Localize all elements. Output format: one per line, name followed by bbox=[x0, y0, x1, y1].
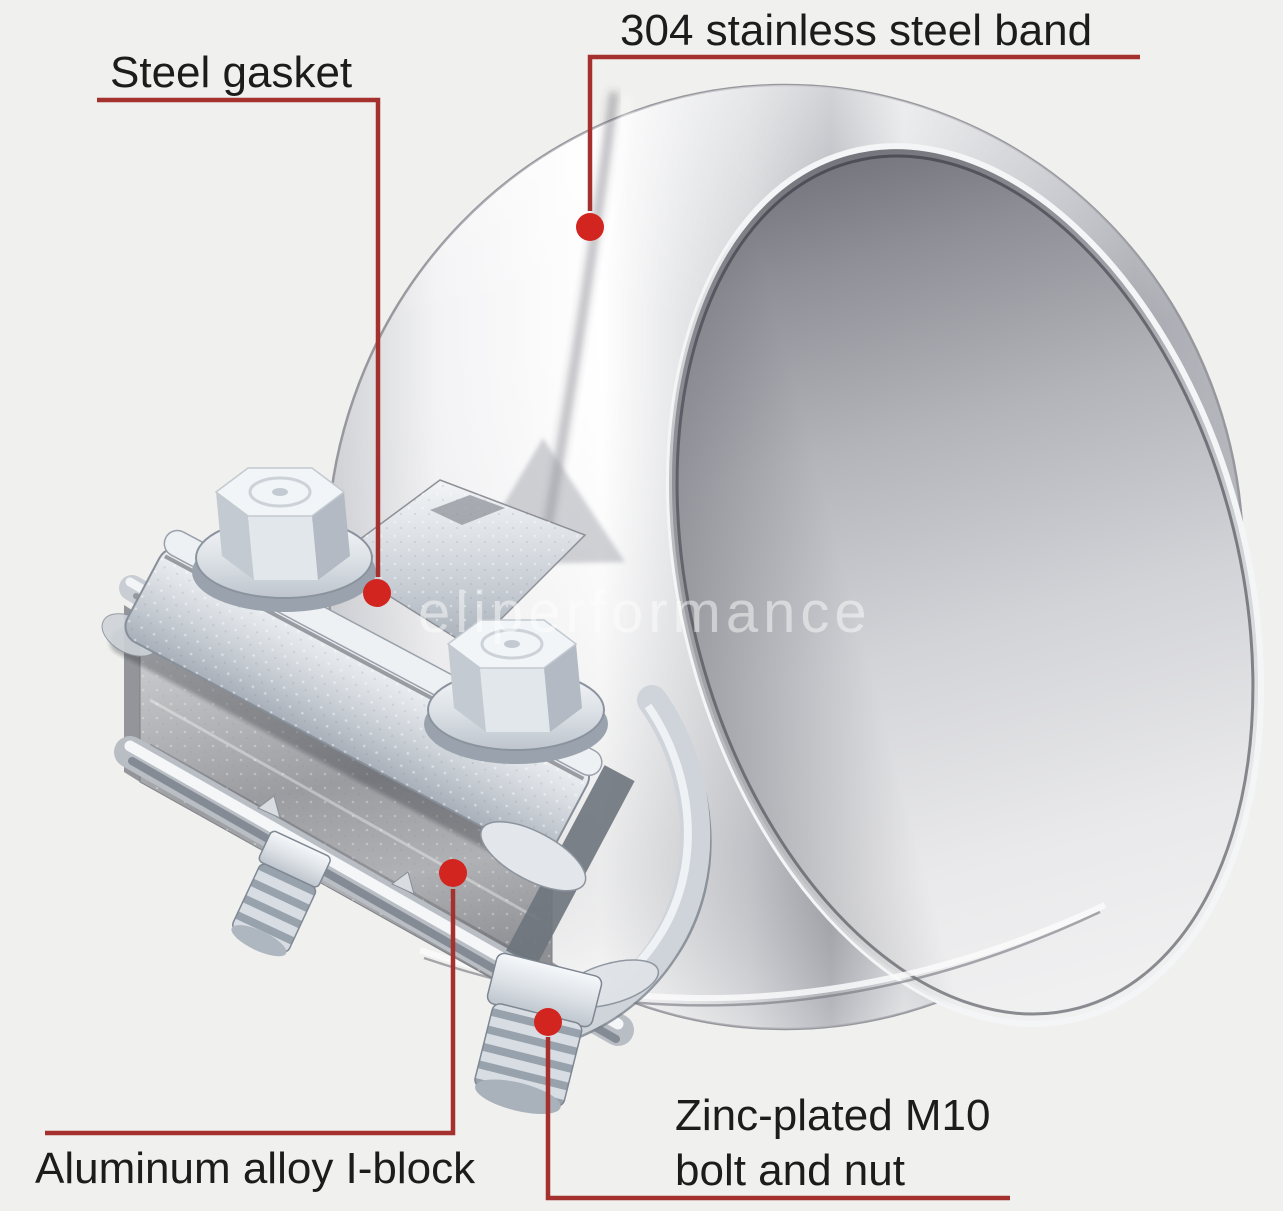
left-stud-tip bbox=[231, 925, 287, 957]
plate-right-roll bbox=[480, 820, 587, 892]
bolt-b-face-front bbox=[480, 668, 550, 732]
dot-iblock bbox=[439, 859, 467, 887]
bolt-b-top-ring bbox=[480, 628, 544, 660]
watermark-text: eliperformance bbox=[418, 580, 872, 645]
band-inner-shading bbox=[668, 146, 1262, 1024]
gasket-strip-texture bbox=[332, 480, 585, 648]
i-block-brush-line2 bbox=[149, 743, 541, 967]
plate-texture bbox=[125, 548, 590, 855]
dot-band bbox=[576, 213, 604, 241]
gasket-strip bbox=[330, 479, 587, 649]
bolt-a-face-front bbox=[248, 516, 318, 580]
label-bolt-line1: Zinc-plated M10 bbox=[675, 1091, 990, 1140]
leader-line-iblock bbox=[45, 889, 456, 1136]
leader-line-bolt bbox=[545, 1037, 1010, 1201]
callout-band: 304 stainless steel band bbox=[576, 6, 1140, 241]
label-band: 304 stainless steel band bbox=[620, 6, 1092, 55]
leader-line-band bbox=[587, 54, 1140, 211]
label-iblock: Aluminum alloy I-block bbox=[35, 1144, 476, 1193]
band-slot bbox=[430, 495, 505, 525]
leader-line-gasket bbox=[97, 97, 381, 577]
bolt-a-top-dot bbox=[272, 488, 288, 496]
hex-bolt-lower bbox=[424, 619, 608, 764]
bolt-b-face-right bbox=[544, 644, 582, 732]
dot-bolt bbox=[534, 1008, 562, 1036]
callout-bolt: Zinc-plated M10 bolt and nut bbox=[534, 1008, 1010, 1201]
bolt-b-top-dot bbox=[504, 640, 520, 648]
label-bolt-line2: bolt and nut bbox=[675, 1146, 905, 1195]
rail-spur-1 bbox=[257, 795, 281, 819]
dot-gasket bbox=[363, 579, 391, 607]
bolt-a-face-right bbox=[312, 492, 350, 580]
hex-bolt-upper bbox=[192, 467, 376, 612]
main-bolt-tip bbox=[475, 1079, 561, 1115]
band-opening bbox=[665, 143, 1265, 1027]
plate-shadow bbox=[110, 628, 555, 878]
i-block-brush-line1 bbox=[149, 698, 541, 922]
bolt-a-top-ring bbox=[248, 476, 312, 508]
left-stud bbox=[231, 830, 331, 957]
callout-iblock: Aluminum alloy I-block bbox=[35, 859, 476, 1193]
label-gasket: Steel gasket bbox=[110, 48, 352, 97]
clamp-assembly bbox=[101, 467, 712, 1115]
callout-gasket: Steel gasket bbox=[97, 48, 391, 607]
rail-spur-2 bbox=[391, 871, 415, 895]
wrap-body bbox=[541, 685, 711, 1043]
